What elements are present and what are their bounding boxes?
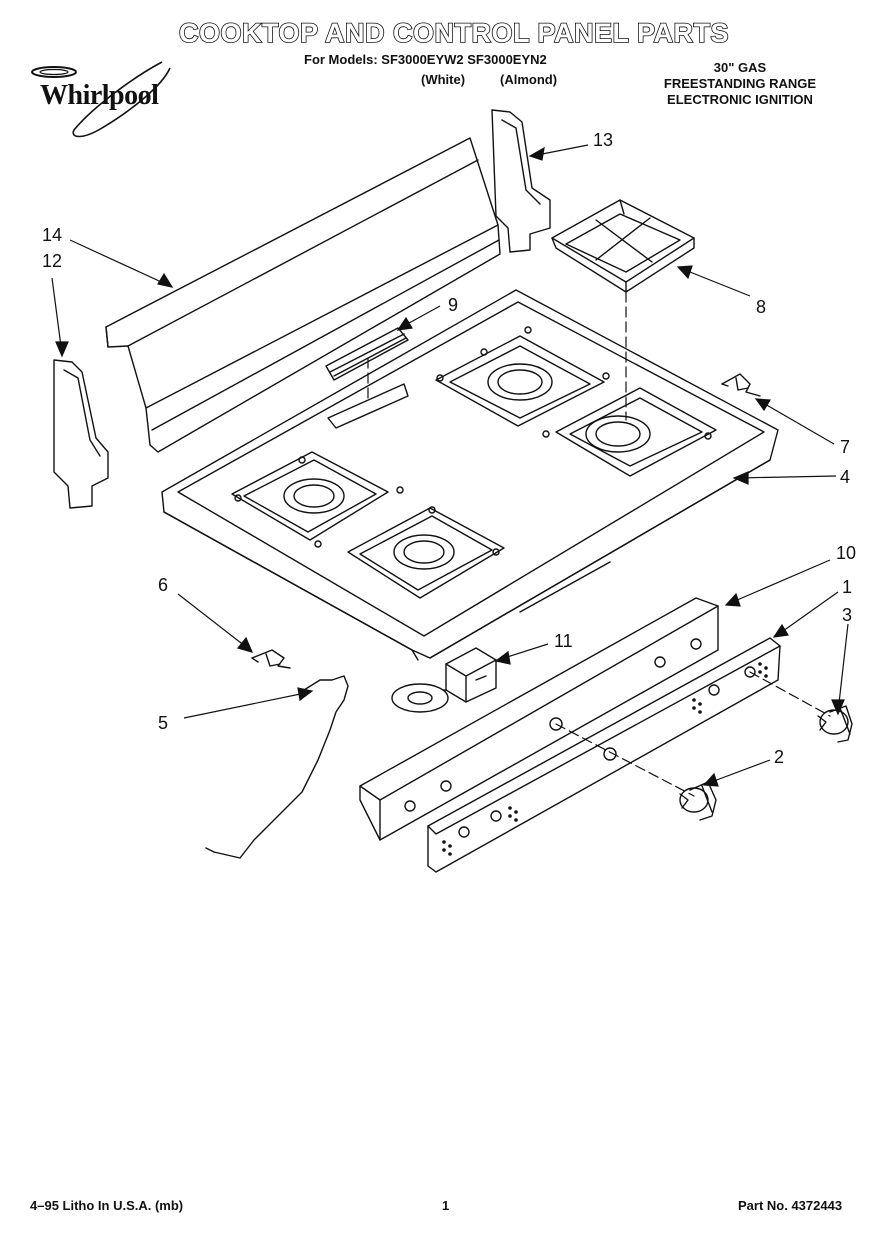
callout-13: 13	[593, 130, 614, 150]
callout-6: 6	[158, 575, 169, 595]
logo-wordmark: Whirlpool	[40, 80, 159, 111]
callout-4: 4	[840, 467, 851, 487]
cooktop	[161, 289, 779, 661]
leader-lines	[51, 144, 849, 787]
callout-11: 11	[554, 631, 573, 651]
burner-knob-rear	[817, 705, 853, 743]
backguard-panel	[105, 137, 501, 453]
left-end-cap	[53, 359, 109, 509]
callout-5: 5	[158, 713, 169, 733]
product-range-line: FREESTANDING RANGE	[663, 76, 817, 91]
control-panel-front	[427, 637, 781, 873]
vent-trim	[325, 327, 409, 429]
right-end-cap	[491, 109, 551, 253]
ignition-wire	[205, 675, 349, 859]
whirlpool-logo	[31, 61, 171, 138]
control-panel-rear	[359, 561, 719, 841]
callout-10: 10	[836, 543, 857, 563]
burner-grate	[551, 199, 695, 293]
page-number: 1	[442, 1198, 450, 1213]
alignment-lines	[367, 291, 831, 797]
product-gas-line: 30" GAS	[713, 60, 767, 75]
variant-white-label: (White)	[421, 72, 466, 87]
page-title: COOKTOP AND CONTROL PANEL PARTS	[178, 17, 730, 49]
spark-bracket-right	[721, 373, 761, 397]
callout-9: 9	[448, 295, 459, 315]
spark-module	[391, 647, 497, 713]
product-description: 30" GAS FREESTANDING RANGE ELECTRONIC IG…	[630, 60, 850, 108]
product-ignition-line: ELECTRONIC IGNITION	[667, 92, 813, 107]
spark-bracket-left	[251, 649, 291, 669]
part-number: Part No. 4372443	[738, 1198, 843, 1213]
callout-2: 2	[774, 747, 785, 767]
burner-knob-front	[679, 781, 717, 821]
callout-3: 3	[842, 605, 853, 625]
print-info: 4–95 Litho In U.S.A. (mb)	[30, 1198, 184, 1213]
callout-8: 8	[756, 297, 767, 317]
callout-7: 7	[840, 437, 851, 457]
model-numbers: For Models: SF3000EYW2 SF3000EYN2	[304, 52, 547, 67]
variant-almond-label: (Almond)	[500, 72, 558, 87]
callout-1: 1	[842, 577, 853, 597]
callout-12: 12	[42, 251, 63, 271]
callout-14: 14	[42, 225, 63, 245]
